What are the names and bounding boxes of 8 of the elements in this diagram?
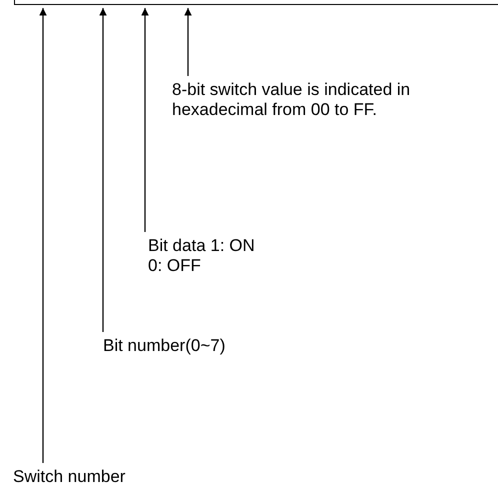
leader-arrow (141, 8, 149, 232)
annotation-text: Bit data 1: ON 0: OFF (148, 236, 268, 276)
annotation-text: 8-bit switch value is indicated in hexadecimal from 00 to FF. (172, 80, 492, 120)
annotation-text: Bit number(0~7) (103, 336, 303, 356)
leader-arrow (184, 8, 192, 76)
leader-arrow (99, 8, 107, 332)
annotation-text: Switch number (13, 467, 213, 487)
leader-arrow (39, 8, 47, 463)
